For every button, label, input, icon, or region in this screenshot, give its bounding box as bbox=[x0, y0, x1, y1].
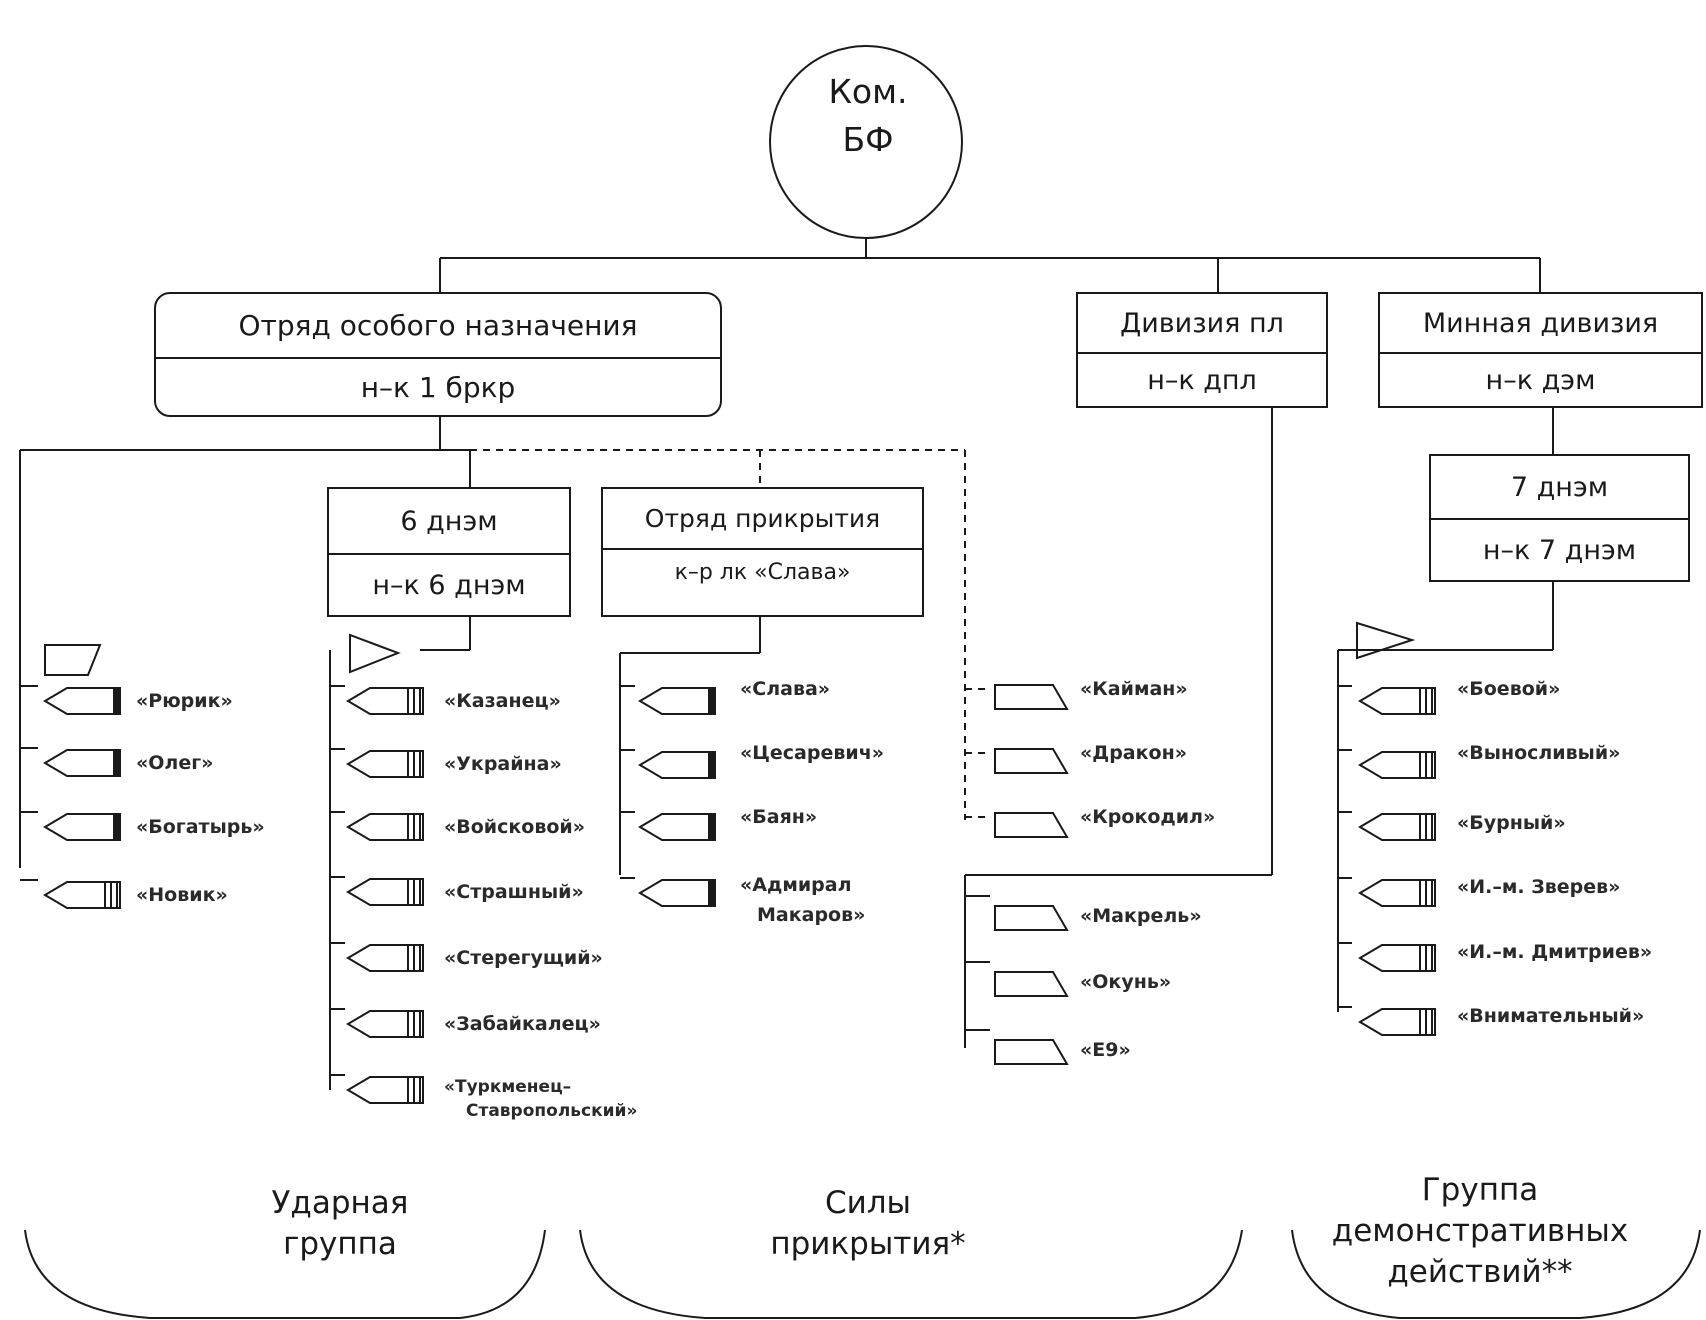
ship-icon bbox=[43, 749, 121, 777]
ship-icon bbox=[346, 878, 424, 906]
ship-icon bbox=[346, 687, 424, 715]
strike-group-line2: группа bbox=[283, 1226, 397, 1262]
ship-icon bbox=[1358, 813, 1436, 841]
ship-label: «Выносливый» bbox=[1457, 742, 1621, 764]
ship-icon bbox=[346, 750, 424, 778]
submarine-icon bbox=[994, 1039, 1069, 1065]
ship-icon bbox=[1358, 751, 1436, 779]
dnem6-commander: н–к 6 днэм bbox=[329, 553, 569, 615]
submarine-icon bbox=[994, 812, 1069, 838]
dnem6-box: 6 днэм н–к 6 днэм bbox=[327, 487, 571, 617]
ship-label: Макаров» bbox=[757, 904, 866, 926]
ship-label: «Слава» bbox=[740, 678, 831, 700]
ship-icon bbox=[43, 813, 121, 841]
pennant-icon bbox=[1356, 621, 1416, 660]
flag-icon bbox=[44, 644, 102, 676]
cover-detachment-box: Отряд прикрытия к–р лк «Слава» bbox=[601, 487, 924, 617]
ship-label: «Страшный» bbox=[444, 881, 584, 903]
special-detachment-title: Отряд особого назначения bbox=[238, 309, 638, 342]
ship-icon bbox=[346, 813, 424, 841]
ship-icon bbox=[43, 687, 121, 715]
ship-label: «Олег» bbox=[136, 752, 214, 774]
submarine-icon bbox=[994, 971, 1069, 997]
ship-icon bbox=[346, 944, 424, 972]
ship-icon bbox=[638, 751, 716, 779]
ship-label: «Цесаревич» bbox=[740, 742, 885, 764]
ship-label: «И.–м. Зверев» bbox=[1457, 876, 1621, 898]
cover-forces-line2: прикрытия* bbox=[770, 1226, 966, 1262]
demo-group-brace bbox=[1291, 1229, 1701, 1319]
cover-detachment-title: Отряд прикрытия bbox=[644, 504, 881, 533]
command-line1: Ком. bbox=[828, 72, 908, 111]
ship-icon bbox=[43, 881, 121, 909]
ship-label: «Казанец» bbox=[444, 690, 561, 712]
dnem7-title: 7 днэм bbox=[1510, 471, 1609, 503]
dnem7-commander: н–к 7 днэм bbox=[1431, 518, 1688, 580]
dnem6-title: 6 днэм bbox=[400, 505, 498, 537]
dnem7-box: 7 днэм н–к 7 днэм bbox=[1429, 454, 1690, 582]
submarine-division-commander: н–к дпл bbox=[1078, 352, 1326, 406]
ship-label: «Окунь» bbox=[1080, 971, 1172, 993]
special-detachment-commander: н–к 1 бркр bbox=[156, 357, 720, 415]
ship-label: «Войсковой» bbox=[444, 816, 585, 838]
submarine-icon bbox=[994, 905, 1069, 931]
ship-icon bbox=[1358, 944, 1436, 972]
ship-icon bbox=[1358, 687, 1436, 715]
ship-label: «Адмирал bbox=[740, 874, 852, 896]
ship-label: «Макрель» bbox=[1080, 905, 1202, 927]
cover-forces-line1: Силы bbox=[824, 1185, 912, 1221]
demo-group-line1: Группа bbox=[1421, 1172, 1539, 1208]
ship-label: «Украйна» bbox=[444, 753, 562, 775]
pennant-icon bbox=[349, 633, 401, 674]
ship-label: «Богатырь» bbox=[136, 816, 265, 838]
submarine-division-box: Дивизия пл н–к дпл bbox=[1076, 292, 1328, 408]
submarine-icon bbox=[994, 684, 1069, 710]
submarine-division-title: Дивизия пл bbox=[1120, 307, 1284, 339]
cover-detachment-commander: к–р лк «Слава» bbox=[603, 548, 922, 604]
command-node: Ком. БФ bbox=[768, 68, 968, 164]
ship-label: «Рюрик» bbox=[136, 690, 233, 712]
demo-group-line2: демонстративных bbox=[1331, 1213, 1629, 1249]
command-line2: БФ bbox=[842, 120, 894, 159]
ship-label: «Забайкалец» bbox=[444, 1013, 601, 1035]
ship-icon bbox=[638, 687, 716, 715]
ship-label: «Туркменец– bbox=[444, 1077, 572, 1097]
mine-division-box: Минная дивизия н–к дэм bbox=[1378, 292, 1703, 408]
ship-icon bbox=[1358, 879, 1436, 907]
strike-group-brace bbox=[24, 1229, 546, 1319]
demo-group-label: Группа демонстративных действий** bbox=[1280, 1170, 1680, 1293]
ship-icon bbox=[638, 879, 716, 907]
cover-forces-brace bbox=[579, 1229, 1243, 1319]
ship-label: «Стерегущий» bbox=[444, 947, 603, 969]
ship-label: «Кайман» bbox=[1080, 678, 1188, 700]
ship-icon bbox=[346, 1076, 424, 1104]
ship-label: Ставропольский» bbox=[466, 1101, 638, 1121]
strike-group-label: Ударная группа bbox=[190, 1183, 490, 1265]
ship-label: «Дракон» bbox=[1080, 742, 1187, 764]
mine-division-title: Минная дивизия bbox=[1422, 307, 1659, 339]
submarine-icon bbox=[994, 748, 1069, 774]
ship-icon bbox=[638, 813, 716, 841]
strike-group-line1: Ударная bbox=[271, 1185, 409, 1221]
ship-label: «Новик» bbox=[136, 884, 228, 906]
cover-forces-label: Силы прикрытия* bbox=[718, 1183, 1018, 1265]
ship-label: «Боевой» bbox=[1457, 678, 1561, 700]
ship-label: «И.–м. Дмитриев» bbox=[1457, 941, 1653, 963]
demo-group-line3: действий** bbox=[1387, 1254, 1573, 1290]
ship-icon bbox=[1358, 1008, 1436, 1036]
ship-label: «Бурный» bbox=[1457, 812, 1566, 834]
special-detachment-box: Отряд особого назначения н–к 1 бркр bbox=[154, 292, 722, 417]
ship-label: «Баян» bbox=[740, 806, 818, 828]
ship-icon bbox=[346, 1010, 424, 1038]
ship-label: «Е9» bbox=[1080, 1039, 1131, 1061]
ship-label: «Внимательный» bbox=[1457, 1005, 1645, 1027]
mine-division-commander: н–к дэм bbox=[1380, 352, 1701, 406]
ship-label: «Крокодил» bbox=[1080, 806, 1216, 828]
